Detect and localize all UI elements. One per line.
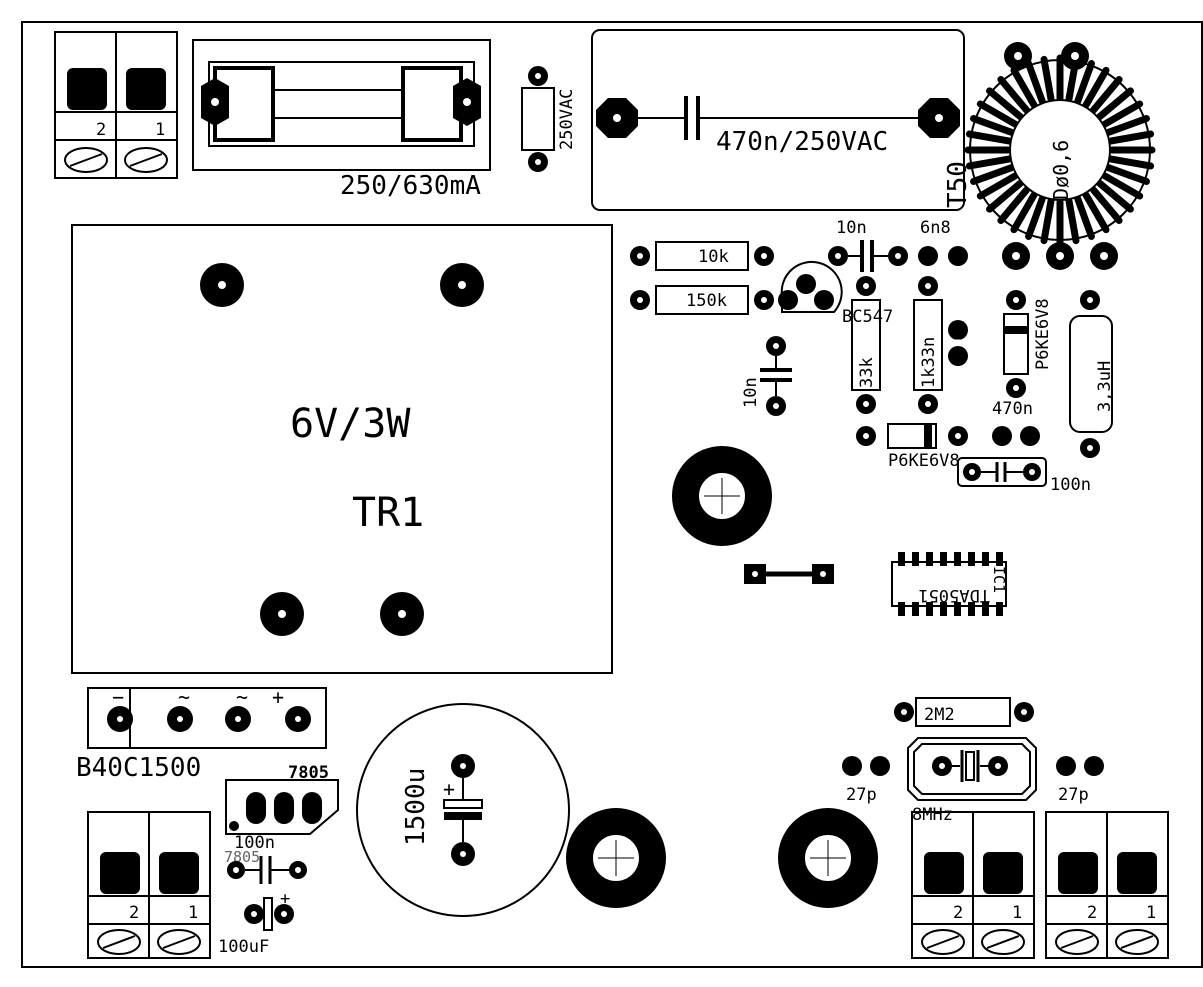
resistor-2m2: 2M2 <box>894 697 1034 727</box>
tvs-horizontal-label: P6KE6V8 <box>888 451 960 471</box>
regulator-7805: 7805 <box>225 763 339 835</box>
resistor-150k-label: 150k <box>686 291 727 311</box>
terminal-pin-label: 2 <box>96 120 106 140</box>
capacitor-10n-top: 10n <box>828 218 908 272</box>
capacitor-100n-right-label: 100n <box>1050 475 1091 495</box>
capacitor-vertical-small <box>946 320 972 366</box>
inductor-label: 3,3uH <box>1095 361 1115 412</box>
transformer-ref-label: TR1 <box>352 490 424 536</box>
mounting-hole <box>778 808 878 908</box>
capacitor-470n-label: 470n <box>992 399 1033 419</box>
resistor-33k: 33k <box>851 276 881 414</box>
transformer-tr1: 6V/3W TR1 <box>71 224 613 674</box>
crystal-8mhz: 8MHz <box>907 737 1037 825</box>
capacitor-27p-left: 27p <box>842 752 890 805</box>
mounting-hole <box>672 446 772 546</box>
capacitor-100n-reg: 7805 100n <box>224 833 307 884</box>
capacitor-100n-reg-label: 100n <box>234 833 275 853</box>
transistor-bc547: BC547 <box>778 260 893 327</box>
capacitor-27p-right-label: 27p <box>1058 785 1089 805</box>
wire-jumper <box>744 564 834 584</box>
plus-mark: + <box>443 777 455 801</box>
varistor: 250VAC <box>521 66 577 172</box>
capacitor-1500u-label: 1500u <box>401 768 431 846</box>
varistor-label: 250VAC <box>557 89 577 150</box>
terminal-pin-label: 1 <box>188 903 198 923</box>
x-capacitor: 470n/250VAC <box>591 29 965 211</box>
resistor-150k: 150k <box>630 285 774 315</box>
plus-mark: + <box>280 889 290 909</box>
terminal-pin-label: 2 <box>953 903 963 923</box>
capacitor-27p-right: 27p <box>1056 752 1104 805</box>
capacitor-100uf-label: 100uF <box>218 937 269 957</box>
ic-mark-label: IC1 <box>990 566 1008 593</box>
terminal-pin-label: 1 <box>1146 903 1156 923</box>
resistor-2m2-label: 2M2 <box>924 705 955 725</box>
board-outline <box>21 21 1203 968</box>
capacitor-100uf: + 100uF <box>218 889 294 957</box>
terminal-block-mains: 2 1 <box>54 31 178 179</box>
tvs-diode-vertical: P6KE6V8 <box>1003 290 1053 398</box>
capacitor-27p-left-label: 27p <box>846 785 877 805</box>
regulator-shadow-label: 7805 <box>224 848 260 866</box>
bridge-pin-label: − <box>112 685 124 709</box>
resistor-1k33n: 1k33n <box>913 276 943 414</box>
tvs-diode-horizontal: P6KE6V8 <box>856 423 968 471</box>
capacitor-6n8: 6n8 <box>918 218 968 270</box>
bridge-pin-label: ~ <box>178 685 190 709</box>
capacitor-10n-top-label: 10n <box>836 218 867 238</box>
transistor-label: BC547 <box>842 307 893 327</box>
fuse-label: 250/630mA <box>340 171 481 201</box>
capacitor-10n-left: 10n <box>741 336 792 416</box>
capacitor-10n-left-label: 10n <box>741 377 761 408</box>
resistor-10k-label: 10k <box>698 247 729 267</box>
fuse-holder: 250/630mA <box>192 39 491 201</box>
capacitor-100n-right: 100n <box>957 457 1091 495</box>
choke-core-label: T50 <box>943 161 973 208</box>
mounting-hole <box>566 808 666 908</box>
resistor-1k33n-label: 1k33n <box>919 337 939 388</box>
toroid-choke: Dø0,6 T50 <box>943 42 1156 270</box>
terminal-pin-label: 1 <box>155 120 165 140</box>
x-capacitor-label: 470n/250VAC <box>716 127 888 157</box>
terminal-pin-label: 2 <box>129 903 139 923</box>
terminal-pin-label: 2 <box>1087 903 1097 923</box>
bridge-label: B40C1500 <box>76 753 201 783</box>
inductor-3u3: 3,3uH <box>1069 290 1115 458</box>
resistor-10k: 10k <box>630 241 774 271</box>
choke-wire-label: Dø0,6 <box>1049 140 1073 200</box>
crystal-label: 8MHz <box>912 805 953 825</box>
bridge-pin-label: ~ <box>236 685 248 709</box>
bridge-pin-label: + <box>272 685 284 709</box>
capacitor-6n8-label: 6n8 <box>920 218 951 238</box>
bridge-rectifier: − ~ ~ + B40C1500 <box>76 685 327 783</box>
terminal-pin-label: 1 <box>1012 903 1022 923</box>
transformer-rating-label: 6V/3W <box>290 401 411 447</box>
capacitor-1500u: + 1500u <box>356 703 570 917</box>
ic-label: TDA5051 <box>918 585 990 605</box>
resistor-33k-label: 33k <box>857 357 877 388</box>
tvs-vertical-label: P6KE6V8 <box>1033 298 1053 370</box>
regulator-label: 7805 <box>288 763 329 783</box>
capacitor-470n: 470n <box>992 399 1040 450</box>
ic-tda5051: TDA5051 IC1 <box>891 552 1008 616</box>
